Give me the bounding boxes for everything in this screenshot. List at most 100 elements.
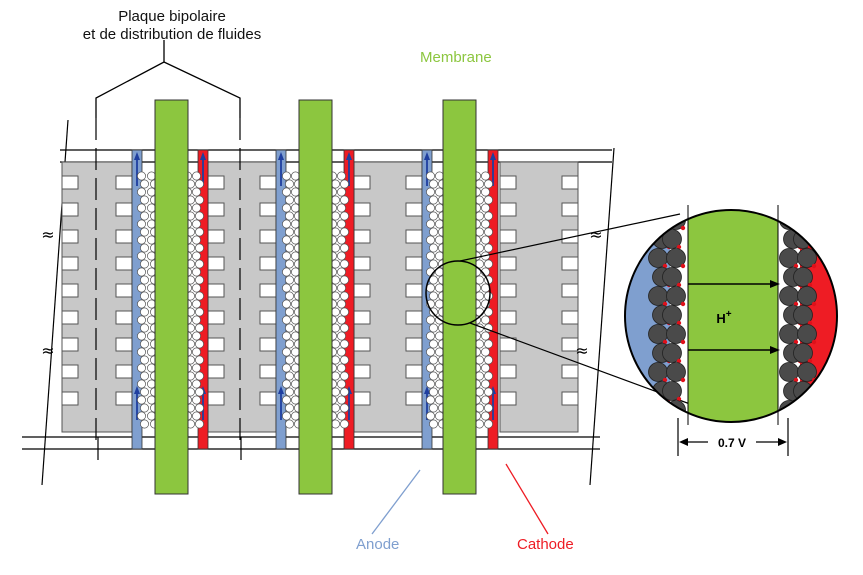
magnifier-source-circle — [425, 260, 491, 326]
catalyst-bead — [340, 291, 349, 301]
catalyst-bead — [337, 251, 346, 261]
catalyst-bead — [337, 187, 346, 197]
cathode-pointer — [505, 463, 549, 535]
bipolar-plate-channel — [61, 364, 79, 379]
catalyst-bead — [426, 219, 435, 229]
catalyst-bead — [429, 179, 438, 189]
catalyst-bead — [147, 267, 156, 277]
catalyst-bead — [331, 291, 340, 301]
catalyst-dot — [662, 339, 668, 345]
catalyst-bead — [484, 355, 493, 365]
catalyst-bead — [331, 371, 340, 381]
catalyst-particle — [648, 400, 668, 420]
catalyst-bead — [291, 299, 300, 309]
catalyst-bead — [337, 331, 346, 341]
catalyst-bead — [429, 211, 438, 221]
catalyst-bead — [282, 315, 291, 325]
catalyst-bead — [282, 171, 291, 181]
catalyst-bead — [192, 347, 201, 357]
catalyst-bead — [192, 219, 201, 229]
catalyst-bead — [195, 195, 204, 205]
catalyst-bead — [140, 291, 149, 301]
catalyst-bead — [340, 403, 349, 413]
catalyst-dot — [793, 377, 799, 383]
catalyst-bead — [140, 259, 149, 269]
catalyst-bead — [435, 171, 444, 181]
catalyst-bead — [285, 211, 294, 221]
catalyst-particle — [666, 324, 686, 344]
catalyst-bead — [291, 315, 300, 325]
bipolar-plate-channel — [561, 391, 579, 406]
bipolar-plate-channel — [207, 256, 225, 271]
catalyst-particle — [793, 267, 813, 287]
catalyst-bead — [291, 395, 300, 405]
catalyst-bead — [435, 235, 444, 245]
catalyst-bead — [195, 339, 204, 349]
catalyst-bead — [426, 235, 435, 245]
catalyst-bead — [137, 219, 146, 229]
catalyst-bead — [340, 307, 349, 317]
catalyst-bead — [291, 187, 300, 197]
catalyst-bead — [426, 379, 435, 389]
catalyst-bead — [137, 315, 146, 325]
bipolar-plate-channel — [353, 283, 371, 298]
catalyst-bead — [140, 227, 149, 237]
catalyst-bead — [195, 291, 204, 301]
catalyst-dot — [793, 339, 799, 345]
bipolar-plate-channel — [561, 256, 579, 271]
catalyst-bead — [331, 307, 340, 317]
catalyst-dot — [676, 396, 682, 402]
catalyst-bead — [337, 347, 346, 357]
catalyst-bead — [429, 387, 438, 397]
catalyst-bead — [475, 291, 484, 301]
catalyst-bead — [282, 331, 291, 341]
catalyst-bead — [140, 243, 149, 253]
catalyst-bead — [475, 339, 484, 349]
catalyst-particle — [797, 248, 817, 268]
catalyst-bead — [192, 235, 201, 245]
bipolar-plate-channel — [61, 310, 79, 325]
catalyst-bead — [195, 179, 204, 189]
catalyst-bead — [137, 395, 146, 405]
catalyst-dot — [662, 415, 668, 421]
bipolar-plate-channel — [499, 256, 517, 271]
bipolar-plate-channel — [499, 229, 517, 244]
bipolar-plate-channel — [561, 283, 579, 298]
catalyst-dot — [793, 263, 799, 269]
catalyst-dot — [811, 225, 817, 231]
catalyst-bead — [195, 323, 204, 333]
catalyst-bead — [282, 187, 291, 197]
catalyst-bead — [140, 387, 149, 397]
bipolar-plate-channel — [499, 283, 517, 298]
catalyst-bead — [140, 195, 149, 205]
catalyst-bead — [137, 411, 146, 421]
catalyst-bead — [481, 379, 490, 389]
catalyst-bead — [147, 347, 156, 357]
catalyst-dot — [680, 263, 686, 269]
flow-arrow-icon — [134, 152, 140, 160]
catalyst-bead — [285, 419, 294, 429]
bipolar-plate-channel — [353, 175, 371, 190]
catalyst-dot — [680, 301, 686, 307]
bipolar-plate-channel — [207, 202, 225, 217]
catalyst-bead — [331, 323, 340, 333]
bipolar-plate-channel — [259, 310, 277, 325]
catalyst-bead — [192, 251, 201, 261]
catalyst-particle — [662, 343, 682, 363]
catalyst-bead — [475, 355, 484, 365]
bipolar-plate-channel — [405, 283, 423, 298]
catalyst-bead — [429, 403, 438, 413]
catalyst-bead — [137, 203, 146, 213]
bipolar-plate-channel — [499, 202, 517, 217]
catalyst-bead — [192, 363, 201, 373]
catalyst-bead — [331, 355, 340, 365]
catalyst-bead — [285, 275, 294, 285]
catalyst-bead — [426, 347, 435, 357]
proton-label: H+ — [716, 309, 731, 326]
catalyst-bead — [282, 299, 291, 309]
plate-label-line2: et de distribution de fluides — [82, 26, 262, 43]
catalyst-bead — [340, 419, 349, 429]
catalyst-bead — [475, 227, 484, 237]
catalyst-bead — [285, 227, 294, 237]
bipolar-plate-channel — [207, 364, 225, 379]
